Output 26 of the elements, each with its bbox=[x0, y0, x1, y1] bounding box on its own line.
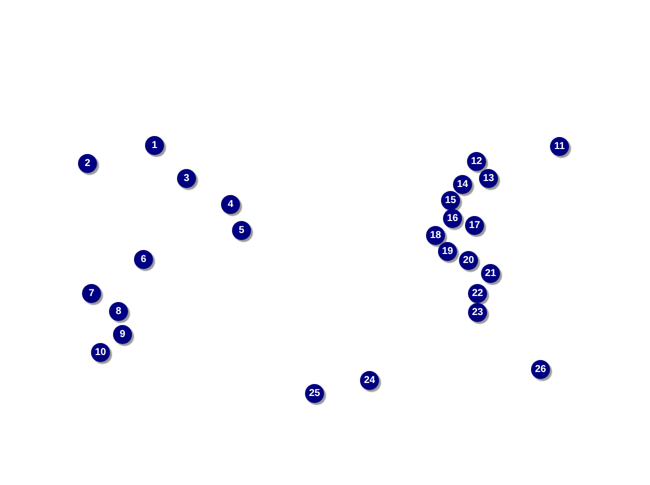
callout-number: 1 bbox=[145, 136, 164, 155]
callout-number: 13 bbox=[479, 169, 498, 188]
callout-number: 2 bbox=[78, 154, 97, 173]
callout-number: 12 bbox=[467, 152, 486, 171]
callout-number: 7 bbox=[82, 284, 101, 303]
callout-number: 22 bbox=[468, 284, 487, 303]
callout-number: 25 bbox=[305, 384, 324, 403]
callout-number: 20 bbox=[459, 251, 478, 270]
callout-number: 26 bbox=[531, 360, 550, 379]
callout-number: 5 bbox=[232, 221, 251, 240]
callout-number: 14 bbox=[453, 175, 472, 194]
callout-number: 9 bbox=[113, 325, 132, 344]
callout-number: 8 bbox=[109, 302, 128, 321]
callout-number: 6 bbox=[134, 250, 153, 269]
callout-number: 17 bbox=[465, 216, 484, 235]
callout-number: 3 bbox=[177, 169, 196, 188]
callout-number: 18 bbox=[426, 226, 445, 245]
callout-number: 24 bbox=[360, 371, 379, 390]
callout-number: 4 bbox=[221, 195, 240, 214]
callout-number: 10 bbox=[91, 343, 110, 362]
callout-number: 19 bbox=[438, 242, 457, 261]
callout-number: 23 bbox=[468, 303, 487, 322]
callout-number: 11 bbox=[550, 137, 569, 156]
callout-number: 15 bbox=[441, 191, 460, 210]
callout-number: 21 bbox=[481, 264, 500, 283]
callout-number: 16 bbox=[443, 209, 462, 228]
